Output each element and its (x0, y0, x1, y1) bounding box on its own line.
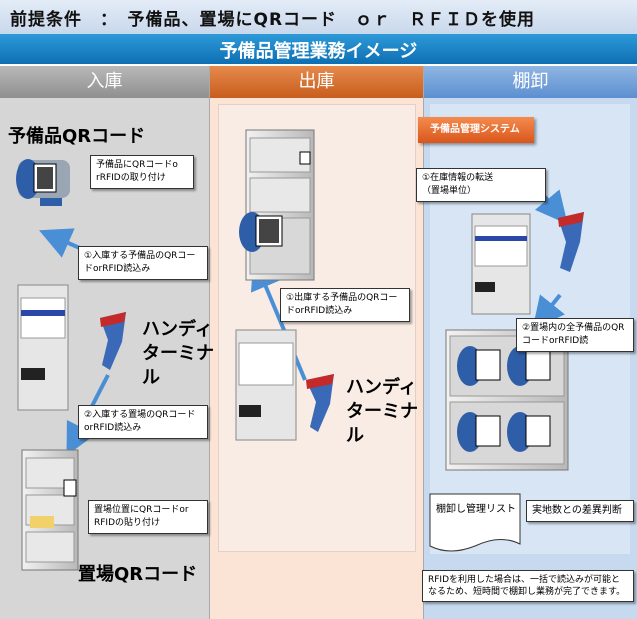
storage-cabinet-icon (239, 129, 315, 281)
location-note: 置場位置にQRコードor RFIDの貼り付け (88, 500, 208, 534)
difference-note: 実地数との差異判断 (526, 500, 634, 522)
location-qr-label: 置場QRコード (78, 564, 198, 585)
part-qr-label: 予備品QRコード (8, 126, 146, 147)
handy-terminal-icon (558, 212, 584, 272)
handy-terminal-icon (306, 374, 334, 432)
terminal-screen-icon (471, 213, 531, 315)
terminal-screen-icon (17, 284, 69, 411)
page-title: 予備品管理業務イメージ (219, 41, 418, 62)
attach-note: 予備品にQRコードo rRFIDの取り付け (90, 155, 194, 189)
spare-part-motor-icon (16, 159, 70, 206)
inventory-list-icon (429, 493, 521, 552)
receiving-header: 入庫 (0, 66, 209, 98)
inventory-header: 棚卸 (424, 66, 637, 98)
system-button[interactable]: 予備品管理システム (418, 117, 534, 143)
inventory-list-label: 棚卸し管理リスト (436, 504, 516, 515)
handy-terminal-icon (100, 312, 126, 370)
transfer-note: ①在庫情報の転送 （置場単位） (416, 168, 546, 202)
title-banner (0, 34, 637, 64)
scan-all-note: ②置場内の全予備品のQRコードorRFID読 (516, 318, 634, 352)
storage-cabinet-icon (21, 449, 79, 571)
premise-text: 前提条件 ： 予備品、置場にQRコード ｏｒ ＲＦＩＤを使用 (10, 10, 536, 30)
arrow-icon (250, 256, 307, 381)
handy-terminal-label: ハンディ ターミナ ル (142, 319, 214, 388)
arrow-icon (532, 293, 565, 330)
receiving-scan1-note: ①入庫する予備品のQRコードorRFID読込み (78, 246, 208, 280)
receiving-scan2-note: ②入庫する置場のQRコードorRFID読込み (78, 405, 208, 439)
storage-cabinet-icon (445, 329, 569, 471)
rfid-note: RFIDを利用した場合は、一括で読込みが可能となるため、短時間で棚卸し業務が完了… (422, 570, 634, 602)
terminal-screen-icon (235, 329, 297, 441)
handy-terminal-label: ハンディ ターミナ ル (346, 377, 418, 446)
shipping-scan-note: ①出庫する予備品のQRコードorRFID読込み (280, 288, 410, 322)
shipping-header: 出庫 (210, 66, 423, 98)
